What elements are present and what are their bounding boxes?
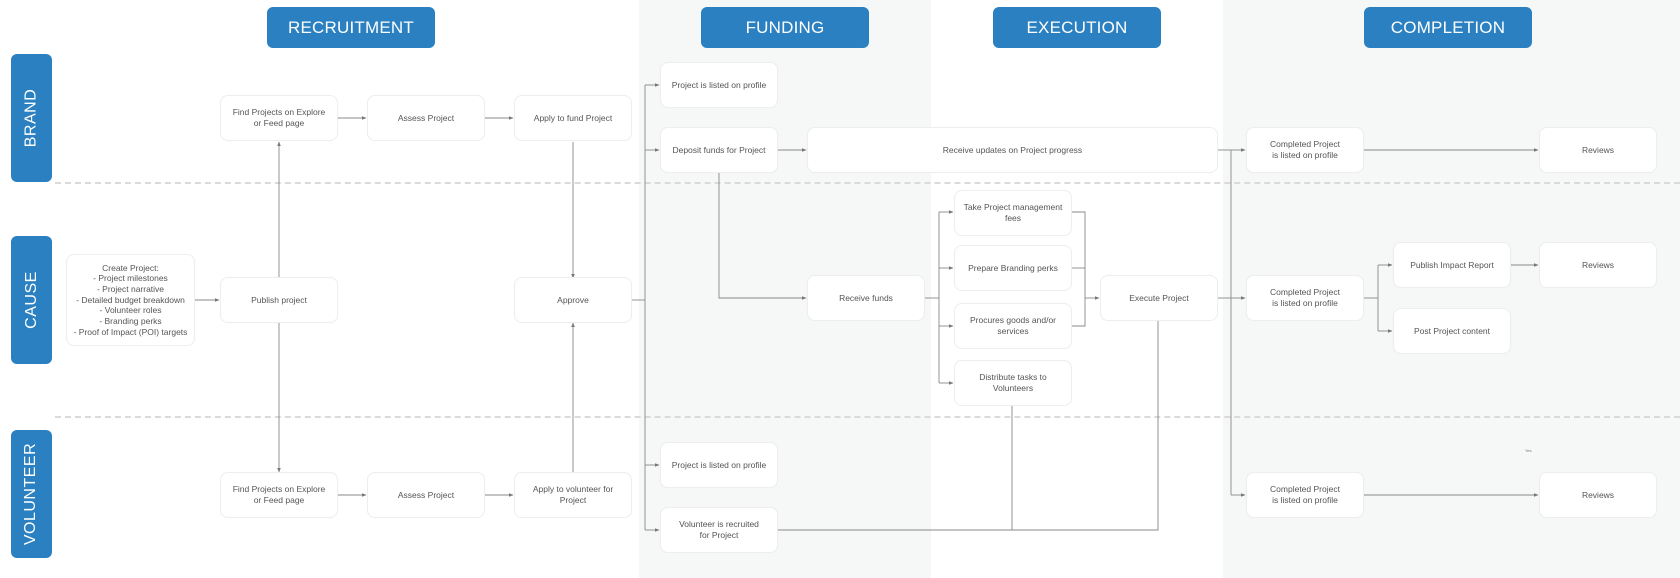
phase-funding: FUNDING xyxy=(701,7,869,48)
node-cause-distribute-tasks[interactable]: Distribute tasks to Volunteers xyxy=(954,360,1072,406)
node-brand-completed-listed[interactable]: Completed Project is listed on profile xyxy=(1246,127,1364,173)
phase-recruitment: RECRUITMENT xyxy=(267,7,435,48)
node-brand-receive-updates[interactable]: Receive updates on Project progress xyxy=(807,127,1218,173)
node-vol-apply-volunteer[interactable]: Apply to volunteer for Project xyxy=(514,472,632,518)
node-cause-impact-report[interactable]: Publish Impact Report xyxy=(1393,242,1511,288)
node-brand-listed-profile[interactable]: Project is listed on profile xyxy=(660,62,778,108)
node-cause-create-project[interactable]: Create Project: - Project milestones - P… xyxy=(66,254,195,346)
node-cause-execute-project[interactable]: Execute Project xyxy=(1100,275,1218,321)
node-cause-procure-goods[interactable]: Procures goods and/or services xyxy=(954,303,1072,349)
node-cause-management-fees[interactable]: Take Project management fees xyxy=(954,190,1072,236)
stray-label: Yes xyxy=(1525,448,1532,453)
lane-brand: BRAND xyxy=(11,54,52,182)
phase-completion: COMPLETION xyxy=(1364,7,1532,48)
divider-brand-cause xyxy=(55,182,1680,184)
node-vol-reviews[interactable]: Reviews xyxy=(1539,472,1657,518)
node-vol-listed-profile[interactable]: Project is listed on profile xyxy=(660,442,778,488)
node-cause-reviews[interactable]: Reviews xyxy=(1539,242,1657,288)
divider-cause-volunteer xyxy=(55,416,1680,418)
node-vol-assess-project[interactable]: Assess Project xyxy=(367,472,485,518)
node-vol-completed-listed[interactable]: Completed Project is listed on profile xyxy=(1246,472,1364,518)
node-cause-approve[interactable]: Approve xyxy=(514,277,632,323)
node-cause-post-content[interactable]: Post Project content xyxy=(1393,308,1511,354)
node-cause-completed-listed[interactable]: Completed Project is listed on profile xyxy=(1246,275,1364,321)
lane-volunteer: VOLUNTEER xyxy=(11,430,52,558)
node-brand-reviews[interactable]: Reviews xyxy=(1539,127,1657,173)
node-brand-assess-project[interactable]: Assess Project xyxy=(367,95,485,141)
node-cause-receive-funds[interactable]: Receive funds xyxy=(807,275,925,321)
lane-cause: CAUSE xyxy=(11,236,52,364)
node-cause-branding-perks[interactable]: Prepare Branding perks xyxy=(954,245,1072,291)
phase-execution: EXECUTION xyxy=(993,7,1161,48)
node-vol-recruited[interactable]: Volunteer is recruited for Project xyxy=(660,507,778,553)
node-brand-deposit-funds[interactable]: Deposit funds for Project xyxy=(660,127,778,173)
node-brand-apply-fund[interactable]: Apply to fund Project xyxy=(514,95,632,141)
node-cause-publish-project[interactable]: Publish project xyxy=(220,277,338,323)
node-brand-find-projects[interactable]: Find Projects on Explore or Feed page xyxy=(220,95,338,141)
node-vol-find-projects[interactable]: Find Projects on Explore or Feed page xyxy=(220,472,338,518)
